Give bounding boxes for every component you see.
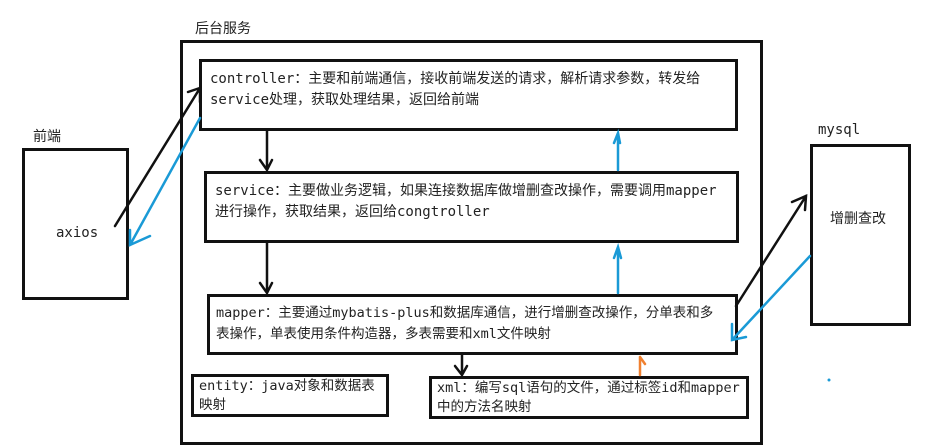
entity-box: entity：java对象和数据表映射 [191, 374, 389, 417]
arrow-controller-to-service [258, 129, 274, 173]
stray-dot [827, 378, 831, 382]
arrow-service-to-controller [612, 128, 622, 172]
mapper-text: mapper：主要通过mybatis-plus和数据库通信，进行增删查改操作，分… [216, 305, 714, 342]
arrow-xml-to-mapper [638, 355, 647, 377]
arrow-mapper-to-mysql [734, 194, 808, 308]
controller-text: controller：主要和前端通信，接收前端发送的请求，解析请求参数，转发给s… [210, 71, 701, 108]
frontend-title: 前端 [33, 129, 61, 145]
database-title: mysql [818, 122, 861, 138]
arrow-service-to-mapper [258, 241, 274, 296]
service-text: service：主要做业务逻辑，如果连接数据库做增删查改操作，需要调用mappe… [215, 183, 717, 220]
database-box: 增删查改 [810, 144, 911, 326]
mapper-box: mapper：主要通过mybatis-plus和数据库通信，进行增删查改操作，分… [207, 294, 738, 355]
frontend-content: axios [56, 225, 99, 241]
arrow-controller-to-axios [128, 116, 202, 247]
xml-box: xml：编写sql语句的文件，通过标签id和mapper中的方法名映射 [429, 376, 749, 419]
entity-text: entity：java对象和数据表映射 [199, 378, 375, 413]
arrow-mapper-to-service [612, 242, 623, 295]
frontend-box: axios [22, 148, 129, 300]
arrow-mysql-to-mapper [730, 254, 812, 342]
arrow-mapper-to-xml [453, 353, 469, 378]
controller-box: controller：主要和前端通信，接收前端发送的请求，解析请求参数，转发给s… [199, 59, 738, 131]
xml-text: xml：编写sql语句的文件，通过标签id和mapper中的方法名映射 [437, 380, 740, 415]
database-content: 增删查改 [830, 211, 886, 227]
backend-title: 后台服务 [195, 21, 251, 37]
service-box: service：主要做业务逻辑，如果连接数据库做增删查改操作，需要调用mappe… [204, 171, 739, 243]
arrow-axios-to-controller [113, 86, 202, 228]
